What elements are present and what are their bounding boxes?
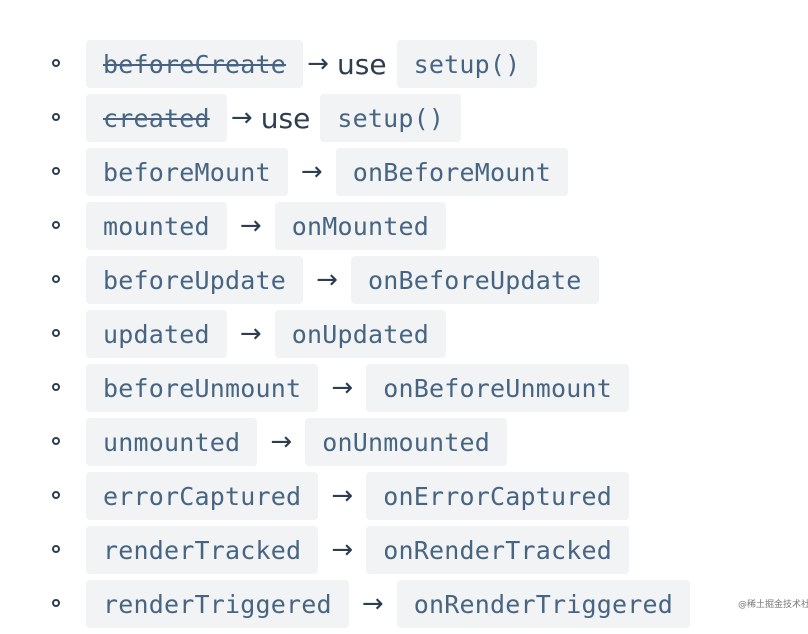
new-hook-code: onRenderTracked [366, 526, 630, 574]
bullet-icon [52, 221, 60, 229]
list-item: errorCaptured → onErrorCaptured [0, 472, 808, 526]
arrow-icon: → [230, 103, 253, 133]
new-hook-code: onBeforeUpdate [351, 256, 599, 304]
hook-mapping: unmounted → onUnmounted [86, 418, 508, 466]
old-hook-code: mounted [86, 202, 227, 250]
hook-mapping: errorCaptured → onErrorCaptured [86, 472, 630, 520]
bullet-icon [52, 437, 60, 445]
new-hook-code: onMounted [274, 202, 447, 250]
old-hook-code: unmounted [86, 418, 258, 466]
new-hook-code: onUpdated [274, 310, 447, 358]
old-hook-code: updated [86, 310, 227, 358]
bullet-icon [52, 275, 60, 283]
old-hook-code: renderTracked [86, 526, 319, 574]
bullet-icon [52, 491, 60, 499]
list-item: mounted → onMounted [0, 202, 808, 256]
list-item: beforeUpdate → onBeforeUpdate [0, 256, 808, 310]
hook-mapping: beforeCreate → use setup() [86, 40, 538, 88]
old-hook-code: beforeUpdate [86, 256, 304, 304]
arrow-icon: → [239, 319, 262, 349]
new-hook-code: onUnmounted [305, 418, 508, 466]
bullet-icon [52, 113, 60, 121]
new-hook-code: onBeforeMount [335, 148, 569, 196]
old-hook-code: beforeMount [86, 148, 288, 196]
bullet-icon [52, 545, 60, 553]
list-item: updated → onUpdated [0, 310, 808, 364]
hook-mapping: updated → onUpdated [86, 310, 447, 358]
hook-mapping: renderTriggered → onRenderTriggered [86, 580, 691, 628]
hook-mapping: beforeUpdate → onBeforeUpdate [86, 256, 599, 304]
hook-mapping: beforeUnmount → onBeforeUnmount [86, 364, 630, 412]
arrow-icon: → [361, 589, 384, 619]
list-item: renderTracked → onRenderTracked [0, 526, 808, 580]
watermark-text: @稀土掘金技术社区 [738, 600, 808, 610]
arrow-icon: → [307, 49, 329, 79]
lifecycle-hook-list: beforeCreate → use setup() created → use… [0, 40, 808, 634]
new-hook-code: setup() [320, 94, 462, 142]
old-hook-code: beforeUnmount [86, 364, 319, 412]
list-item: created → use setup() [0, 94, 808, 148]
arrow-icon: → [331, 535, 354, 565]
bullet-icon [52, 599, 60, 607]
list-item: beforeCreate → use setup() [0, 40, 808, 94]
bullet-icon [52, 383, 60, 391]
old-hook-code: created [86, 94, 227, 142]
hook-mapping: created → use setup() [86, 94, 462, 142]
list-item: renderTriggered → onRenderTriggered [0, 580, 808, 634]
old-hook-code: errorCaptured [86, 472, 319, 520]
arrow-icon: → [316, 265, 338, 295]
arrow-icon: → [300, 157, 323, 187]
hook-mapping: mounted → onMounted [86, 202, 447, 250]
arrow-icon: → [331, 481, 354, 511]
arrow-icon: → [331, 373, 354, 403]
old-hook-code: beforeCreate [86, 40, 304, 88]
bullet-icon [52, 59, 60, 67]
hook-mapping: renderTracked → onRenderTracked [86, 526, 630, 574]
new-hook-code: setup() [396, 40, 538, 88]
old-hook-code: renderTriggered [86, 580, 349, 628]
hook-mapping: beforeMount → onBeforeMount [86, 148, 569, 196]
arrow-icon: → [239, 211, 262, 241]
list-item: beforeUnmount → onBeforeUnmount [0, 364, 808, 418]
arrow-icon: → [270, 427, 293, 457]
bullet-icon [52, 329, 60, 337]
use-word: use [337, 47, 387, 81]
new-hook-code: onBeforeUnmount [366, 364, 630, 412]
list-item: unmounted → onUnmounted [0, 418, 808, 472]
list-item: beforeMount → onBeforeMount [0, 148, 808, 202]
use-word: use [260, 101, 311, 135]
new-hook-code: onErrorCaptured [366, 472, 630, 520]
bullet-icon [52, 167, 60, 175]
new-hook-code: onRenderTriggered [396, 580, 691, 628]
